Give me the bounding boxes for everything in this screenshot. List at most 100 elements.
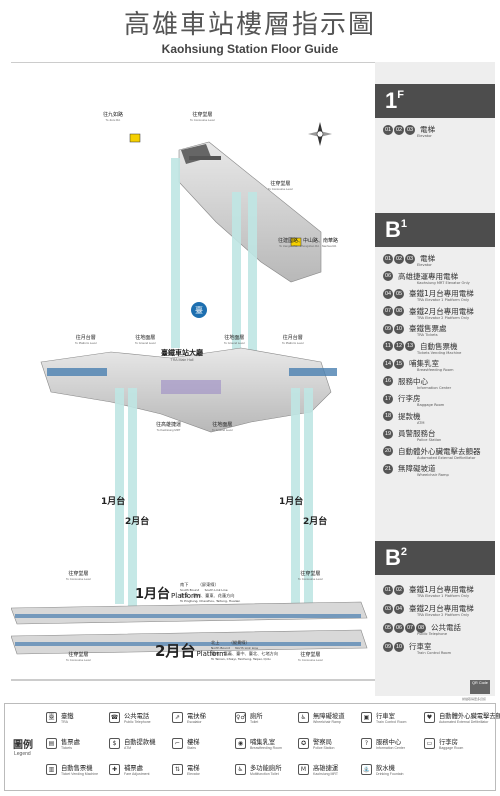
exit-marker-jianguo [290,237,302,247]
floor-item-name: 自動體外心臟電擊去顫器 [398,446,481,456]
legend-item-label-en: Baggage Room [439,746,464,750]
item-number-badge: 02 [394,253,404,264]
qr-code[interactable]: QR Code [470,680,490,694]
map-direction-en: To Platform Level [75,341,97,345]
floor-item-name: 電梯 [420,125,435,134]
floor-item-name-en: TRA Elevator 1 Platform Only [417,298,470,302]
p1-line-zh: （屏東線） [197,582,219,587]
legend-item-label-en: Train Control Room [376,720,407,724]
b1-east-corridor [289,368,337,376]
main-hall-label: 臺鐵車站大廳 TRA Main Hall [161,348,203,362]
mrt-icon: M [298,764,309,775]
floor-item-row: 19 員警服務台 [383,428,495,439]
b2-track-2 [15,642,361,646]
item-number-badge: 08 [416,622,426,633]
floor-item-name: 無障礙坡道 [398,464,436,473]
map-direction-en: To Concourse Level [66,577,91,581]
map-direction-en: To Jianguo Rd. · Zhongshan Rd. · Nanhua … [279,244,337,248]
map-direction-en: To Concourse Level [66,658,91,662]
item-number-badge: 05 [394,288,404,299]
map-direction-zh: 往穿堂層 [300,652,321,658]
item-number-badge: 04 [394,603,404,614]
legend-item-label: 多功能廁所 [250,765,282,772]
item-number-badge: 07 [405,622,415,633]
item-number-badge: 19 [383,428,393,439]
atm-icon: $ [109,738,120,749]
platform-1-en: Platform [171,592,201,600]
legend-item-label: 臺鐵 [61,713,74,720]
legend-item-label-en: Breastfeeding Room [250,746,282,750]
map-direction-zh: 往穿堂層 [68,571,89,577]
platform-2-en: Platform [196,650,226,658]
floor-item-name-en: Automated External Defibrillator [417,455,476,460]
floor-item-name: 高雄捷運專用電梯 [398,271,458,281]
p1-line-en: South Link Line [204,588,228,592]
floor-1f-sup: F [397,89,404,101]
map-direction-en: To Ground Level [135,341,156,345]
elevator-shaft-05 [128,388,137,618]
page-header: 高雄車站樓層指示圖 Kaohsiung Station Floor Guide [0,0,500,62]
item-number-badge: 09 [383,641,393,652]
p2-dest-zh: 臺南、嘉義、臺中、臺北、七堵方向 [211,651,279,656]
main-hall-zh: 臺鐵車站大廳 [161,349,203,357]
shaft-label-p2-right: 2月台 [303,517,328,527]
map-direction-zh: 往穿堂層 [192,112,213,118]
floor-band-b1: B1 [375,213,495,247]
item-number-badge: 10 [394,641,404,652]
item-number-badge: 06 [394,622,404,633]
map-direction-zh: 往地面層 [224,335,245,341]
floor-item-name-en: Train Control Room [417,651,452,655]
floor-b2-label: B [385,545,401,570]
floor-item-name: 員警服務台 [398,429,436,438]
train-control-icon: ▣ [361,712,372,723]
floor-item-name: 臺鐵售票處 [409,324,447,333]
floor-band-b2: B2 [375,541,495,575]
map-direction-zh: 往月台層 [282,335,303,341]
legend-item-label-en: Police Station [313,746,335,750]
legend-title: 圖例 [13,740,33,751]
toilet-icon: ♀♂ [235,712,246,723]
main-hall-en: TRA Main Hall [170,358,194,362]
legend-item-label: 電梯 [187,765,200,772]
legend-item-label-en: Escalator [187,720,202,724]
aed-icon: ♥ [424,712,435,723]
p2-line-zh: （縱貫線） [228,640,250,645]
floor-item-name: 行李房 [398,394,421,403]
item-number-badge: 12 [394,341,404,351]
p1-south-en: South Bound [180,588,200,592]
fare-adjust-icon: ✚ [109,764,120,775]
floor-item-name: 電梯 [420,254,435,263]
legend-item-label: 行李房 [439,739,458,746]
platform-2-direction: 北上 （縱貫線） North Bound North Link Line 臺南、… [211,640,278,662]
map-direction-zh: 往月台層 [75,335,96,341]
floor-item-name-en: Tickets Vending Machine [417,350,462,355]
svg-text:臺: 臺 [195,305,203,315]
